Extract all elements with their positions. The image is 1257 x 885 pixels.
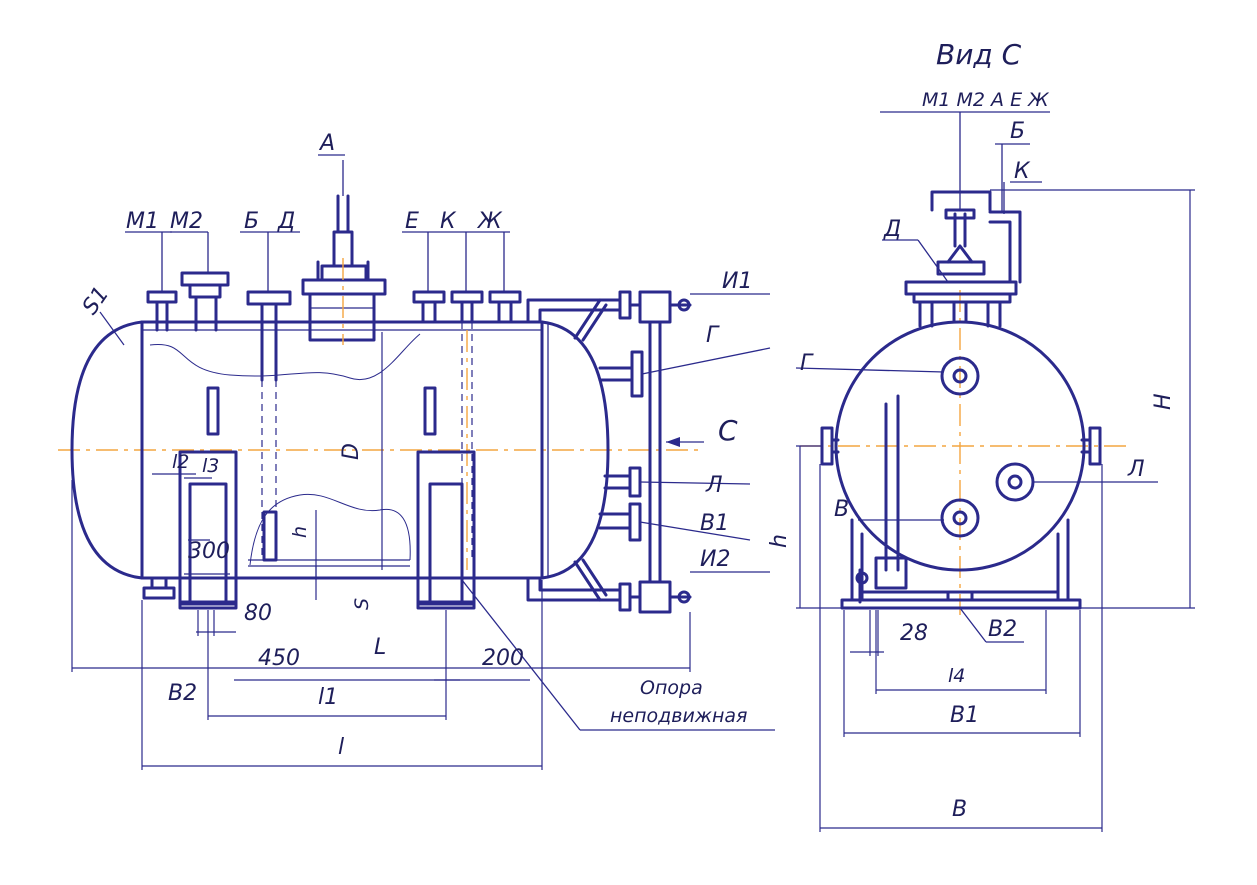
label-a: А bbox=[318, 131, 335, 156]
label-l-small: l bbox=[338, 735, 344, 760]
sight-glass-right bbox=[423, 386, 437, 436]
nozzle-k bbox=[450, 290, 484, 570]
label-zh: Ж bbox=[476, 209, 503, 234]
label-k-right: К bbox=[1014, 159, 1031, 184]
label-s1: S1 bbox=[78, 282, 115, 319]
label-e: Е bbox=[405, 209, 419, 234]
view-c-arrow bbox=[666, 437, 680, 447]
nozzle-l-end bbox=[995, 462, 1035, 502]
label-i2: И2 bbox=[700, 547, 730, 572]
support-sliding bbox=[416, 450, 476, 610]
side-flange-right bbox=[1088, 426, 1102, 466]
label-200: 200 bbox=[482, 646, 524, 671]
manhole-a bbox=[301, 160, 387, 345]
label-H: H bbox=[1151, 393, 1176, 410]
label-D: D bbox=[339, 443, 364, 460]
nozzle-e bbox=[412, 290, 446, 324]
side-view bbox=[795, 111, 1195, 832]
nozzle-v1-end bbox=[940, 498, 980, 538]
top-flange-cluster bbox=[904, 280, 1018, 296]
label-support-1: Опора bbox=[640, 677, 703, 699]
nozzle-g bbox=[598, 350, 644, 398]
label-b-right: Б bbox=[1010, 119, 1025, 144]
label-80: 80 bbox=[244, 601, 272, 626]
saddle-support bbox=[840, 518, 1082, 610]
section-break-bottom bbox=[249, 493, 411, 566]
nozzle-l bbox=[603, 466, 642, 498]
label-g-right: Г bbox=[800, 351, 814, 376]
left-head bbox=[70, 320, 144, 580]
view-title: Вид С bbox=[936, 38, 1022, 71]
side-flange-left bbox=[820, 426, 834, 466]
label-view-c: С bbox=[718, 414, 738, 447]
label-v-right: В bbox=[834, 497, 849, 522]
label-d-right: Д bbox=[883, 217, 901, 242]
label-b: Б bbox=[244, 209, 259, 234]
label-h-front: h bbox=[289, 526, 311, 538]
section-break-top bbox=[149, 333, 421, 381]
label-m2: М2 bbox=[170, 209, 203, 234]
label-m1: М1 bbox=[126, 209, 159, 234]
label-L: L bbox=[374, 635, 386, 660]
vessel-end-circle bbox=[834, 320, 1086, 572]
label-28: 28 bbox=[900, 621, 928, 646]
label-300: 300 bbox=[188, 539, 230, 564]
front-view bbox=[58, 154, 775, 770]
label-v2-right: В2 bbox=[988, 617, 1017, 642]
label-l: Л bbox=[705, 473, 723, 498]
label-B: В bbox=[952, 797, 967, 822]
label-support-2: неподвижная bbox=[610, 705, 747, 727]
label-v1: В1 bbox=[700, 511, 729, 536]
label-v2-front: В2 bbox=[168, 681, 197, 706]
support-fixed bbox=[178, 450, 238, 610]
label-450: 450 bbox=[258, 646, 300, 671]
level-gauge bbox=[526, 290, 692, 614]
nozzle-zh bbox=[488, 290, 522, 324]
nozzle-g-end bbox=[940, 356, 980, 396]
nozzle-m1 bbox=[146, 290, 178, 332]
label-g: Г bbox=[706, 323, 720, 348]
davit-arm bbox=[930, 190, 992, 212]
label-l2: l2 bbox=[172, 451, 189, 473]
sight-glass-left bbox=[206, 386, 220, 436]
label-s: S bbox=[351, 598, 373, 610]
label-top-right-list: М1 М2 А Е Ж bbox=[922, 89, 1050, 111]
label-l-right: Л bbox=[1127, 457, 1145, 482]
label-k: К bbox=[440, 209, 457, 234]
nozzle-m2 bbox=[180, 271, 230, 332]
label-l4: l4 bbox=[948, 665, 965, 687]
nozzle-b bbox=[246, 290, 292, 562]
label-B1: В1 bbox=[950, 703, 979, 728]
label-l1: l1 bbox=[318, 685, 338, 710]
label-h-right: h bbox=[767, 534, 792, 548]
nozzle-v2 bbox=[142, 576, 176, 600]
nozzle-v1 bbox=[598, 502, 642, 542]
label-d: Д bbox=[277, 209, 295, 234]
label-l3: l3 bbox=[202, 455, 219, 477]
b-pipe bbox=[988, 210, 1022, 284]
label-i1: И1 bbox=[722, 269, 752, 294]
